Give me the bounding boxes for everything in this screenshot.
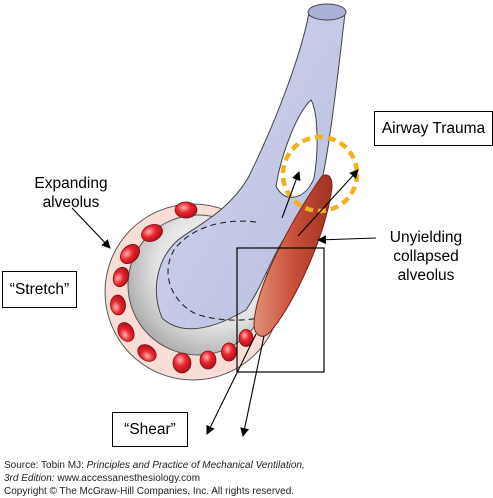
- alveolar-cells: [110, 201, 278, 374]
- collapsed-alveolus: [253, 174, 333, 337]
- airway: [155, 12, 346, 330]
- cell: [199, 350, 217, 370]
- cell: [238, 329, 254, 347]
- airway-trauma-label: Airway Trauma: [374, 111, 493, 146]
- source-citation: Source: Tobin MJ: Principles and Practic…: [4, 459, 305, 498]
- shear-label: “Shear”: [112, 412, 188, 447]
- cell: [120, 244, 140, 264]
- book-title: Principles and Practice of Mechanical Ve…: [86, 460, 305, 471]
- cell: [110, 294, 126, 316]
- edition: 3rd Edition:: [4, 473, 55, 484]
- stretch-text: “Stretch”: [9, 280, 70, 298]
- cell: [137, 344, 157, 362]
- unyielding-line3: alveolus: [397, 267, 455, 284]
- stretch-arrow: [71, 207, 111, 249]
- cell: [141, 224, 163, 242]
- airway-trauma-text: Airway Trauma: [381, 119, 486, 137]
- trauma-arrow-left: [281, 171, 301, 219]
- trauma-arrow-right: [297, 169, 359, 237]
- source-line2: 3rd Edition: www.accessanesthesiology.co…: [4, 472, 305, 485]
- unyielding-line1: Unyielding: [389, 229, 463, 246]
- stretch-label: “Stretch”: [2, 271, 77, 308]
- expanding-line1: Expanding: [34, 175, 108, 192]
- cell: [221, 342, 237, 362]
- cell: [174, 201, 198, 219]
- expanding-line2: alveolus: [42, 194, 100, 211]
- cell: [117, 322, 135, 342]
- website: www.accessanesthesiology.com: [54, 473, 201, 484]
- shear-arrow-right: [240, 335, 265, 437]
- copyright: Copyright © The McGraw-Hill Companies, I…: [4, 486, 295, 497]
- shear-arrow-left: [206, 333, 257, 435]
- source-line1: Source: Tobin MJ: Principles and Practic…: [4, 460, 305, 471]
- cell: [172, 352, 192, 374]
- airway-branch-gap: [275, 99, 318, 198]
- alveolus-resting-outline: [167, 220, 271, 321]
- expanding-alveolus-label: Expanding alveolus: [26, 174, 116, 212]
- unyielding-line2: collapsed: [393, 248, 459, 265]
- collapsed-pointer-arrow: [317, 235, 377, 245]
- shear-box: [236, 247, 325, 373]
- airway-opening: [307, 3, 347, 21]
- cell: [112, 266, 130, 288]
- shear-text: “Shear”: [124, 420, 176, 438]
- unyielding-collapsed-alveolus-label: Unyielding collapsed alveolus: [378, 228, 474, 285]
